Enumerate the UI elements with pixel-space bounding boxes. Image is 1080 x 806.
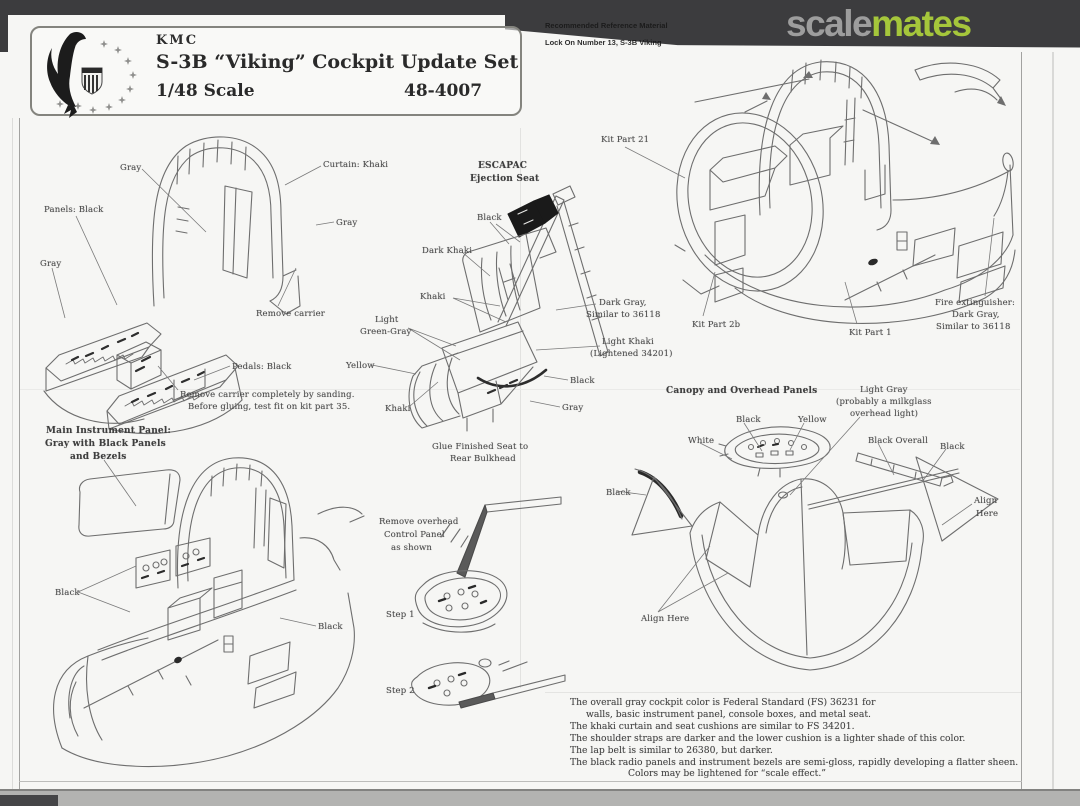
label-kit-part-1: Kit Part 1 bbox=[849, 328, 892, 338]
scalemates-watermark: scalemates bbox=[786, 1, 972, 47]
label-canopy-light-gray-2: (probably a milkglass bbox=[836, 397, 932, 407]
scan-bottom-strip bbox=[0, 791, 1080, 806]
label-canopy-align-here-right-1: Align bbox=[974, 496, 998, 506]
label-tub-gray-top: Gray bbox=[120, 163, 142, 173]
ejection-seat-drawing bbox=[371, 185, 609, 432]
kit-scale: 1/48 Scale bbox=[156, 81, 255, 101]
painting-notes: The overall gray cockpit color is Federa… bbox=[570, 697, 1018, 780]
label-seat-black-headrest: Black bbox=[477, 213, 502, 223]
label-canopy-align-here-bottom: Align Here bbox=[641, 614, 690, 624]
label-canopy-light-gray-3: overhead light) bbox=[850, 409, 919, 419]
label-tub-curtain-khaki: Curtain: Khaki bbox=[323, 160, 389, 170]
frame-bottom-inner bbox=[19, 781, 1022, 782]
painting-note-line: The black radio panels and instrument be… bbox=[570, 756, 1019, 768]
label-seat-yellow: Yellow bbox=[346, 361, 375, 371]
watermark-scale-text: scale bbox=[786, 3, 873, 44]
label-seat-light-khaki-2: (Lightened 34201) bbox=[590, 349, 673, 359]
fold-crease-horizontal-2 bbox=[545, 692, 1021, 693]
label-tub-panels-black: Panels: Black bbox=[44, 205, 104, 215]
label-seat-khaki-straps: Khaki bbox=[420, 292, 446, 302]
label-step-2: Step 2 bbox=[386, 686, 415, 696]
label-tub-note-1: Remove carrier completely by sanding. bbox=[180, 390, 355, 400]
cockpit-tub-drawing bbox=[43, 136, 335, 435]
label-seat-dark-khaki: Dark Khaki bbox=[422, 246, 473, 256]
painting-note-line: The lap belt is similar to 26380, but da… bbox=[570, 744, 773, 756]
label-canopy-black-panel: Black bbox=[736, 415, 761, 425]
label-seat-gray-base: Gray bbox=[562, 403, 584, 413]
label-seat-light-green-gray-1: Light bbox=[375, 315, 399, 325]
label-seat-glue-note-1: Glue Finished Seat to bbox=[432, 442, 529, 452]
label-canopy-white: White bbox=[688, 436, 715, 446]
reference-note-line2: Lock On Number 13, S-3B Viking bbox=[545, 38, 662, 47]
label-seat-black-frame: Black bbox=[570, 376, 595, 386]
label-canopy-align-here-right-2: Here bbox=[976, 509, 999, 519]
watermark-mates-text: mates bbox=[871, 3, 972, 44]
paper-bottom-edge bbox=[0, 789, 1080, 791]
label-seat-glue-note-2: Rear Bulkhead bbox=[450, 454, 516, 464]
set-title: S-3B “Viking” Cockpit Update Set bbox=[156, 51, 519, 73]
label-panel-title-1: Main Instrument Panel: bbox=[46, 426, 172, 436]
instrument-panel-drawing bbox=[53, 457, 365, 768]
label-fire-extinguisher-3: Similar to 36118 bbox=[936, 322, 1011, 332]
label-panel-title-2: Gray with Black Panels bbox=[45, 439, 166, 449]
paper-edge-right bbox=[1052, 52, 1054, 791]
label-step-1: Step 1 bbox=[386, 610, 415, 620]
label-removal-note-1: Remove overhead bbox=[379, 517, 459, 527]
label-kit-part-2b: Kit Part 2b bbox=[692, 320, 741, 330]
painting-note-line: The khaki curtain and seat cushions are … bbox=[570, 720, 855, 732]
scan-left-edge bbox=[0, 0, 8, 52]
header-box: KMC S-3B “Viking” Cockpit Update Set 1/4… bbox=[30, 26, 522, 118]
label-tub-pedals-black: Pedals: Black bbox=[232, 362, 292, 372]
canopy-drawing bbox=[615, 416, 999, 671]
eagle-silhouette bbox=[47, 33, 80, 107]
logo-star bbox=[100, 40, 108, 48]
fold-crease-horizontal bbox=[20, 389, 1020, 390]
label-tub-note-2: Before gluing, test fit on kit part 35. bbox=[188, 402, 351, 412]
brand-name: KMC bbox=[156, 33, 199, 48]
label-removal-note-3: as shown bbox=[391, 543, 433, 553]
frame-right bbox=[1021, 52, 1022, 791]
kmc-eagle-logo bbox=[47, 31, 137, 118]
painting-note-line: walls, basic instrument panel, console b… bbox=[586, 708, 871, 720]
frame-left bbox=[19, 118, 20, 791]
label-canopy-black-overall: Black Overall bbox=[868, 436, 928, 446]
reference-note-line1: Recommended Reference Material bbox=[545, 21, 668, 30]
label-canopy-light-gray-1: Light Gray bbox=[860, 385, 908, 395]
label-panel-black-right: Black bbox=[318, 622, 343, 632]
label-removal-note-2: Control Panel bbox=[384, 530, 445, 540]
frame-left-faint bbox=[12, 118, 13, 791]
label-kit-part-21: Kit Part 21 bbox=[601, 135, 650, 145]
fuselage-section-drawing bbox=[624, 59, 1016, 325]
label-panel-title-3: and Bezels bbox=[70, 452, 127, 462]
label-canopy-black-right: Black bbox=[940, 442, 965, 452]
overhead-removal-drawing bbox=[411, 496, 566, 709]
painting-note-line: The shoulder straps are darker and the l… bbox=[570, 732, 966, 744]
label-seat-light-green-gray-2: Green-Gray bbox=[360, 327, 412, 337]
painting-note-line: Colors may be lightened for “scale effec… bbox=[628, 768, 826, 780]
label-panel-black-left: Black bbox=[55, 588, 80, 598]
label-canopy-title: Canopy and Overhead Panels bbox=[666, 386, 818, 396]
fold-crease-vertical bbox=[520, 128, 521, 688]
label-tub-gray-left: Gray bbox=[40, 259, 62, 269]
label-canopy-yellow: Yellow bbox=[798, 415, 827, 425]
label-fire-extinguisher-1: Fire extinguisher: bbox=[935, 298, 1015, 308]
label-tub-gray-right: Gray bbox=[336, 218, 358, 228]
label-seat-dark-gray-1: Dark Gray, bbox=[599, 298, 647, 308]
painting-note-line: The overall gray cockpit color is Federa… bbox=[570, 697, 876, 708]
label-canopy-black-left: Black bbox=[606, 488, 631, 498]
label-seat-title-2: Ejection Seat bbox=[470, 174, 540, 184]
label-seat-khaki-cushion: Khaki bbox=[385, 404, 411, 414]
label-tub-remove-carrier: Remove carrier bbox=[256, 309, 326, 319]
set-number: 48-4007 bbox=[404, 81, 483, 101]
label-fire-extinguisher-2: Dark Gray, bbox=[952, 310, 1000, 320]
scan-bottom-left-shadow bbox=[0, 795, 58, 806]
label-seat-dark-gray-2: Similar to 36118 bbox=[586, 310, 661, 320]
label-seat-light-khaki-1: Light Khaki bbox=[602, 337, 654, 347]
label-seat-title-1: ESCAPAC bbox=[478, 161, 528, 171]
